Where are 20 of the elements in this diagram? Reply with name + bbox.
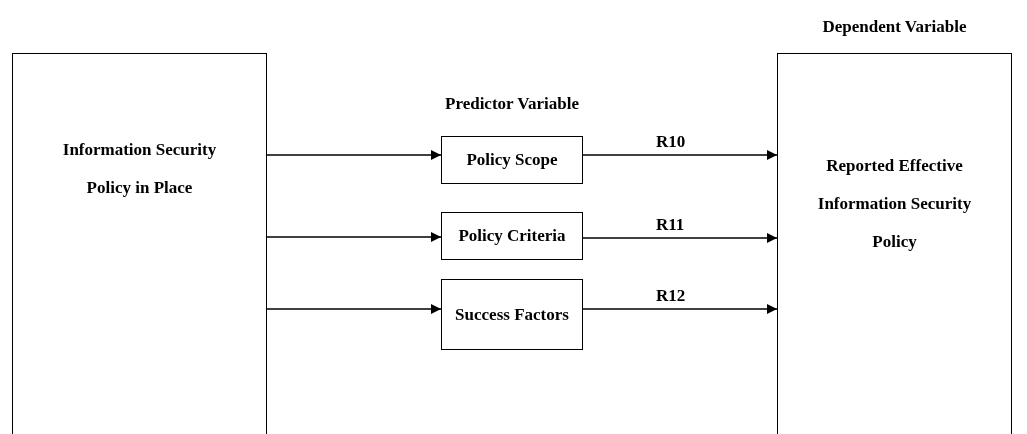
box-text: Reported Effective Information Security Policy xyxy=(816,154,973,253)
box-text: Success Factors xyxy=(454,303,570,326)
arrow xyxy=(266,304,442,314)
variable-box xyxy=(441,136,583,184)
box-text: Policy Criteria xyxy=(457,225,567,247)
edge-label: R12 xyxy=(656,287,686,304)
edge-label: R11 xyxy=(656,216,685,233)
variable-box xyxy=(12,53,267,434)
box-text: Policy Scope xyxy=(465,149,559,171)
box-text: Information Security Policy in Place xyxy=(61,138,218,199)
group-heading: Predictor Variable xyxy=(444,95,580,112)
edge-label: R10 xyxy=(656,133,686,150)
arrow xyxy=(266,150,442,160)
arrow xyxy=(582,233,778,243)
arrow xyxy=(266,232,442,242)
box-heading: Dependent Variable xyxy=(821,18,968,35)
arrow xyxy=(582,150,778,160)
variable-box xyxy=(441,212,583,260)
arrow xyxy=(582,304,778,314)
variable-box xyxy=(441,279,583,350)
